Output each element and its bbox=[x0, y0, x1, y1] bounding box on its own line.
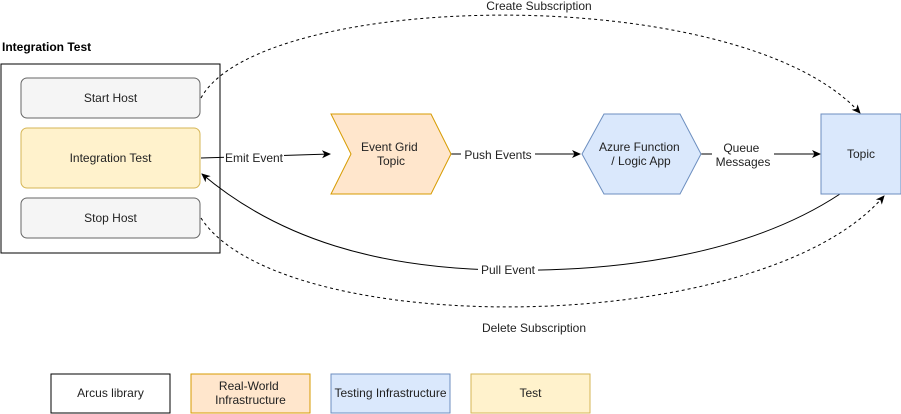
pull-event-label: Pull Event bbox=[481, 263, 536, 277]
event-grid-line-2: Topic bbox=[377, 154, 405, 168]
legend-arcus-library: Arcus library bbox=[50, 373, 171, 414]
queue-messages-line-2: Messages bbox=[716, 155, 771, 169]
legend-arcus-label: Arcus library bbox=[77, 386, 144, 400]
pull-event-edge bbox=[201, 173, 841, 271]
push-events-label: Push Events bbox=[464, 148, 531, 162]
legend-real-world-infrastructure: Real-World Infrastructure bbox=[190, 373, 311, 414]
create-subscription-edge bbox=[200, 14, 861, 114]
azure-function-line-1: Azure Function bbox=[599, 140, 680, 154]
integration-test-label: Integration Test bbox=[70, 151, 152, 165]
legend-real-world-line-2: Infrastructure bbox=[215, 393, 286, 407]
stop-host-label: Stop Host bbox=[84, 211, 137, 225]
azure-function-node[interactable]: Azure Function / Logic App bbox=[581, 113, 702, 195]
create-subscription-label: Create Subscription bbox=[486, 0, 591, 13]
legend-test: Test bbox=[470, 373, 591, 414]
emit-event-label: Emit Event bbox=[225, 151, 284, 165]
legend-real-world-line-1: Real-World bbox=[219, 379, 279, 393]
group-title: Integration Test bbox=[2, 40, 91, 54]
azure-function-line-2: / Logic App bbox=[611, 154, 671, 168]
queue-messages-line-1: Queue bbox=[723, 141, 759, 155]
start-host-node[interactable]: Start Host bbox=[20, 77, 201, 119]
topic-node[interactable]: Topic bbox=[820, 113, 901, 195]
legend-testing-label: Testing Infrastructure bbox=[334, 386, 446, 400]
legend-testing-infrastructure: Testing Infrastructure bbox=[330, 373, 451, 414]
legend-test-label: Test bbox=[519, 386, 542, 400]
stop-host-node[interactable]: Stop Host bbox=[20, 197, 201, 239]
delete-subscription-edge bbox=[200, 195, 885, 308]
integration-test-node[interactable]: Integration Test bbox=[20, 127, 201, 189]
delete-subscription-label: Delete Subscription bbox=[482, 321, 586, 335]
event-grid-topic-label: Event Grid Topic bbox=[361, 140, 421, 168]
azure-function-label: Azure Function / Logic App bbox=[599, 140, 683, 168]
event-grid-line-1: Event Grid bbox=[361, 140, 418, 154]
topic-label: Topic bbox=[847, 147, 875, 161]
legend-real-world-label: Real-World Infrastructure bbox=[215, 379, 286, 407]
queue-messages-label: Queue Messages bbox=[716, 141, 771, 169]
event-grid-topic-node[interactable]: Event Grid Topic bbox=[330, 113, 452, 195]
start-host-label: Start Host bbox=[84, 91, 138, 105]
